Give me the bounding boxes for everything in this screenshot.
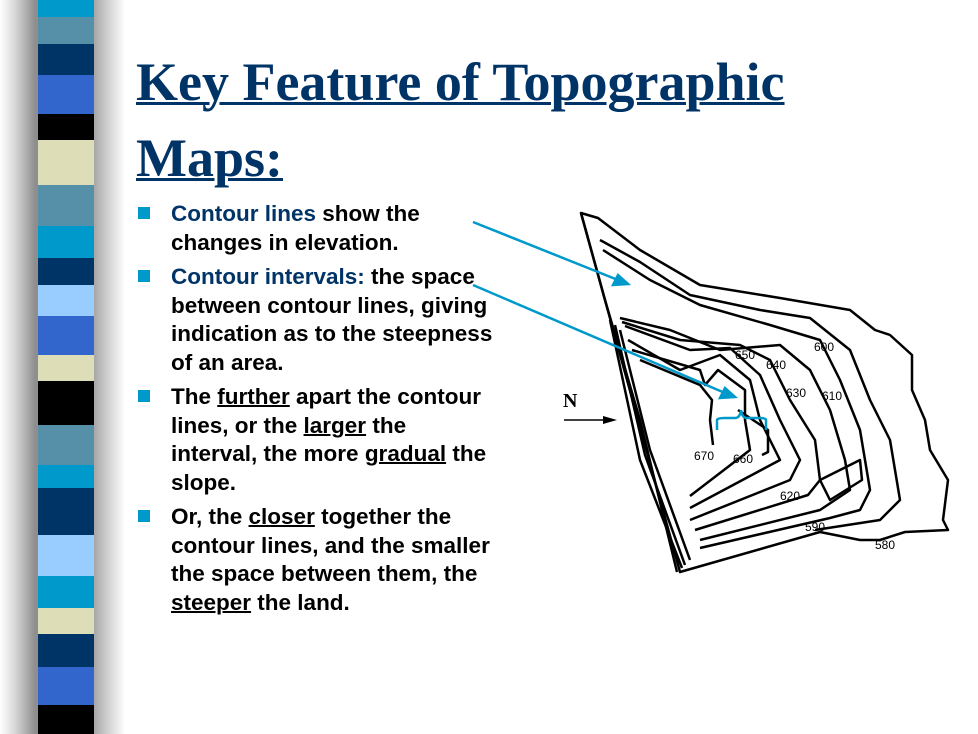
contour-label: 610 bbox=[822, 389, 842, 403]
brace-icon bbox=[715, 409, 768, 430]
contour-label: 580 bbox=[875, 538, 895, 552]
contour-label: 600 bbox=[814, 340, 834, 354]
contour-label: 670 bbox=[694, 449, 714, 463]
bullet-square-icon bbox=[138, 270, 150, 282]
bullet-contour-intervals: Contour intervals: the space between con… bbox=[138, 263, 498, 377]
contour-label: 620 bbox=[780, 489, 800, 503]
contour-label: 660 bbox=[733, 452, 753, 466]
contour-label: 590 bbox=[805, 520, 825, 534]
bullet-square-icon bbox=[138, 390, 150, 402]
north-label: N bbox=[563, 390, 578, 412]
bullet-square-icon bbox=[138, 510, 150, 522]
contour-label-group: 650 640 600 630 610 670 660 620 590 580 bbox=[694, 340, 895, 552]
bullet-contour-lines: Contour lines show the changes in elevat… bbox=[138, 200, 498, 257]
bullet-further-apart: The further apart the contour lines, or … bbox=[138, 383, 498, 497]
arrow-contour-lines bbox=[472, 220, 619, 282]
arrow-contour-intervals bbox=[472, 283, 726, 395]
bullet-square-icon bbox=[138, 207, 150, 219]
contour-label: 640 bbox=[766, 358, 786, 372]
arrowhead-icon bbox=[610, 272, 632, 287]
callout-arrows bbox=[472, 220, 768, 430]
decorative-stripe bbox=[38, 0, 94, 734]
contour-label: 630 bbox=[786, 386, 806, 400]
arrowhead-icon bbox=[717, 385, 739, 400]
bullet-list: Contour lines show the changes in elevat… bbox=[138, 200, 498, 623]
contour-lines bbox=[579, 211, 950, 574]
bullet-closer-together: Or, the closer together the contour line… bbox=[138, 503, 498, 617]
contour-label: 650 bbox=[735, 348, 755, 362]
north-arrow-icon bbox=[564, 416, 617, 424]
map-outline bbox=[579, 211, 950, 574]
slide-title: Key Feature of Topographic Maps: bbox=[136, 52, 785, 188]
